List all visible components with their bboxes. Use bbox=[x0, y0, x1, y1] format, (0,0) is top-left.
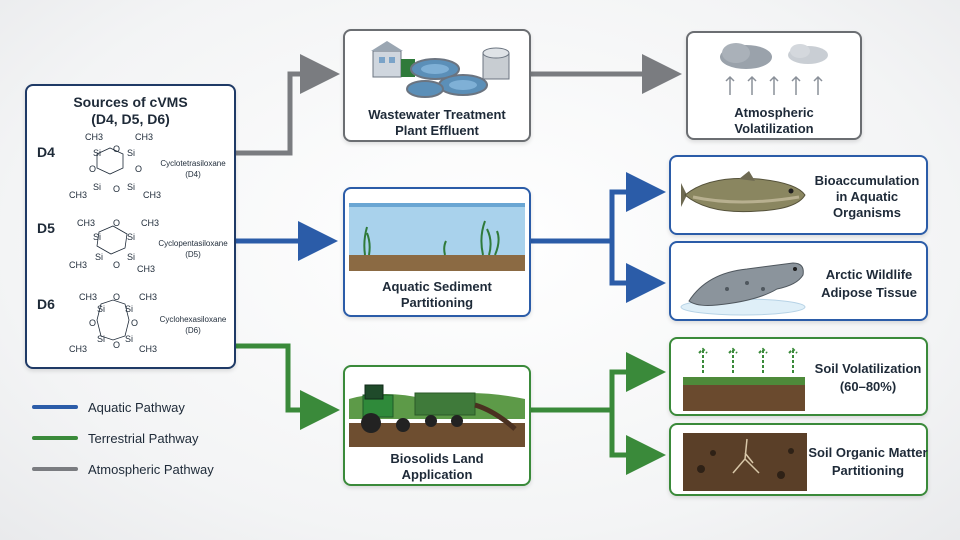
compound-code-d6: D6 bbox=[37, 296, 55, 312]
arrow-sources-to-wwtp bbox=[236, 54, 340, 156]
sediment-label-line2: Partitioning bbox=[400, 295, 474, 310]
d4-atom-4: O bbox=[113, 144, 121, 154]
d5-atom-5: Si bbox=[127, 232, 136, 242]
tractor-illustration bbox=[349, 384, 525, 447]
arrow-branch-to-soilom bbox=[609, 410, 666, 475]
soil-volatilization-illustration bbox=[683, 347, 805, 411]
d6-atom-11: CH3 bbox=[69, 344, 88, 354]
bioacc-label-line2: in Aquatic bbox=[835, 189, 899, 204]
clouds-illustration bbox=[720, 43, 828, 95]
compound-name-d5: Cyclopentasiloxane (D5) bbox=[158, 239, 228, 259]
d5-atom-8: Si bbox=[127, 252, 136, 262]
sediment-illustration bbox=[349, 203, 525, 271]
d6-atom-5: Si bbox=[125, 304, 134, 314]
d6-atom-2: O bbox=[113, 292, 121, 302]
d6-atom-7: O bbox=[131, 318, 139, 328]
d4-atom-8: Si bbox=[93, 182, 102, 192]
fish-icon bbox=[681, 171, 806, 213]
d4-atom-6: O bbox=[89, 164, 97, 174]
d6-ring bbox=[96, 299, 130, 341]
legend-aquatic-swatch bbox=[32, 405, 78, 409]
d4-atom-10: Si bbox=[127, 182, 136, 192]
d6-atom-12: CH3 bbox=[139, 344, 158, 354]
d5-atom-2: O bbox=[113, 218, 121, 228]
atmos-label-line1: Atmospheric bbox=[734, 105, 814, 120]
arrow-sources-to-biosolids bbox=[236, 343, 340, 430]
soilom-box: Soil Organic Matter Partitioning bbox=[669, 423, 928, 496]
treatment-plant-illustration bbox=[371, 41, 510, 98]
wwtp-box: Wastewater Treatment Plant Effluent bbox=[343, 29, 531, 142]
d5-atom-6: Si bbox=[95, 252, 104, 262]
legend-atmospheric-swatch bbox=[32, 467, 78, 471]
soilom-label-line2: Partitioning bbox=[831, 463, 905, 478]
d5-atom-3: CH3 bbox=[141, 218, 160, 228]
d5-atom-4: Si bbox=[93, 232, 102, 242]
d4-atom-2: CH3 bbox=[135, 132, 154, 142]
biosolids-box: Biosolids Land Application bbox=[343, 365, 531, 486]
atmos-label-line2: Volatilization bbox=[734, 121, 814, 136]
compound-code-d5: D5 bbox=[37, 220, 55, 236]
d5-atom-10: CH3 bbox=[137, 264, 156, 274]
biosolids-label-line2: Application bbox=[401, 467, 473, 482]
compound-name-d4: Cyclotetrasiloxane (D4) bbox=[160, 159, 226, 179]
biosolids-label-line1: Biosolids Land bbox=[390, 451, 484, 466]
legend-atmospheric-label: Atmospheric Pathway bbox=[88, 462, 214, 477]
d4-ring bbox=[96, 147, 124, 175]
bioacc-label-line1: Bioaccumulation bbox=[814, 173, 920, 188]
arctic-box: Arctic Wildlife Adipose Tissue bbox=[669, 241, 928, 321]
sediment-label-line1: Aquatic Sediment bbox=[382, 279, 492, 294]
d5-ring bbox=[96, 225, 128, 255]
d4-atom-1: CH3 bbox=[85, 132, 104, 142]
d5-atom-9: CH3 bbox=[69, 260, 88, 270]
arrow-branch-to-soilvol bbox=[609, 352, 666, 410]
compound-code-d4: D4 bbox=[37, 144, 55, 160]
arctic-label-line2: Adipose Tissue bbox=[821, 285, 917, 300]
bioacc-box: Bioaccumulation in Aquatic Organisms bbox=[669, 155, 928, 235]
d5-atom-1: CH3 bbox=[77, 218, 96, 228]
d6-atom-6: O bbox=[89, 318, 97, 328]
sources-title-line2: (D4, D5, D6) bbox=[91, 111, 170, 127]
sediment-box: Aquatic Sediment Partitioning bbox=[343, 187, 531, 317]
sources-box: Sources of cVMS (D4, D5, D6) D4 CH3 CH3 … bbox=[25, 84, 236, 369]
arctic-label-line1: Arctic Wildlife bbox=[825, 267, 913, 282]
soilom-label-line1: Soil Organic Matter bbox=[808, 445, 928, 460]
d6-atom-8: Si bbox=[97, 334, 106, 344]
wwtp-label-line1: Wastewater Treatment bbox=[368, 107, 506, 122]
wwtp-label-line2: Plant Effluent bbox=[395, 123, 479, 138]
d5-atom-7: O bbox=[113, 260, 121, 270]
arrow-branch-to-bioacc bbox=[609, 172, 666, 241]
arrow-branch-to-arctic bbox=[609, 241, 666, 303]
atmos-box: Atmospheric Volatilization bbox=[686, 31, 862, 140]
d6-atom-9: O bbox=[113, 340, 121, 350]
soilvol-label-line1: Soil Volatilization bbox=[814, 361, 922, 376]
d6-atom-1: CH3 bbox=[79, 292, 98, 302]
d4-atom-11: CH3 bbox=[69, 190, 88, 200]
d4-atom-5: Si bbox=[127, 148, 136, 158]
legend-aquatic-label: Aquatic Pathway bbox=[88, 400, 185, 415]
legend-terrestrial-label: Terrestrial Pathway bbox=[88, 431, 199, 446]
d4-atom-9: O bbox=[113, 184, 121, 194]
d6-atom-10: Si bbox=[125, 334, 134, 344]
d4-atom-7: O bbox=[135, 164, 143, 174]
sources-title-line1: Sources of cVMS bbox=[73, 94, 188, 110]
bioacc-label-line3: Organisms bbox=[833, 205, 901, 220]
d4-atom-3: Si bbox=[93, 148, 102, 158]
d4-atom-12: CH3 bbox=[143, 190, 162, 200]
soilvol-box: Soil Volatilization (60–80%) bbox=[669, 337, 928, 416]
d6-atom-4: Si bbox=[97, 304, 106, 314]
seal-icon bbox=[680, 262, 806, 316]
soil-organic-illustration bbox=[683, 433, 807, 491]
soilvol-label-line2: (60–80%) bbox=[839, 379, 897, 394]
compound-name-d6: Cyclohexasiloxane (D6) bbox=[159, 315, 227, 335]
legend-terrestrial-swatch bbox=[32, 436, 78, 440]
d6-atom-3: CH3 bbox=[139, 292, 158, 302]
